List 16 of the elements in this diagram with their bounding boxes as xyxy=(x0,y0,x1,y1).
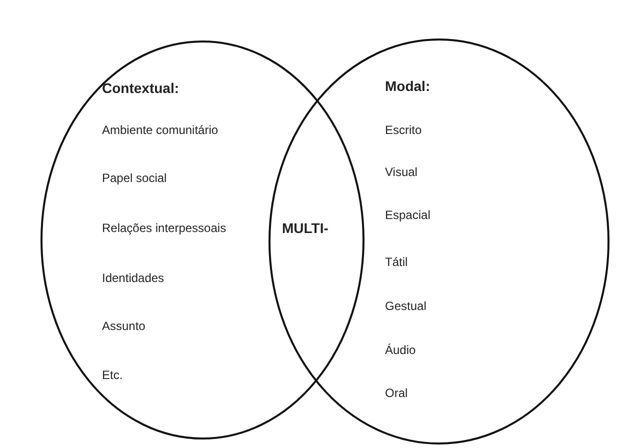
list-item: Visual xyxy=(385,164,418,180)
list-item: Ambiente comunitário xyxy=(102,122,218,138)
list-item: Gestual xyxy=(385,298,426,314)
list-item: Assunto xyxy=(102,318,146,334)
list-item: Oral xyxy=(385,385,408,401)
category-heading: Contextual: xyxy=(102,80,179,96)
list-item: Relações interpessoais xyxy=(102,220,226,236)
overlap-label: MULTI- xyxy=(282,220,328,236)
list-item: Etc. xyxy=(102,367,123,383)
list-item: Espacial xyxy=(385,207,430,223)
category-heading: Modal: xyxy=(385,78,430,94)
list-item: Tátil xyxy=(385,254,408,270)
list-item: Escrito xyxy=(385,122,422,138)
list-item: Identidades xyxy=(102,270,164,286)
list-item: Áudio xyxy=(385,342,416,358)
list-item: Papel social xyxy=(102,170,167,186)
